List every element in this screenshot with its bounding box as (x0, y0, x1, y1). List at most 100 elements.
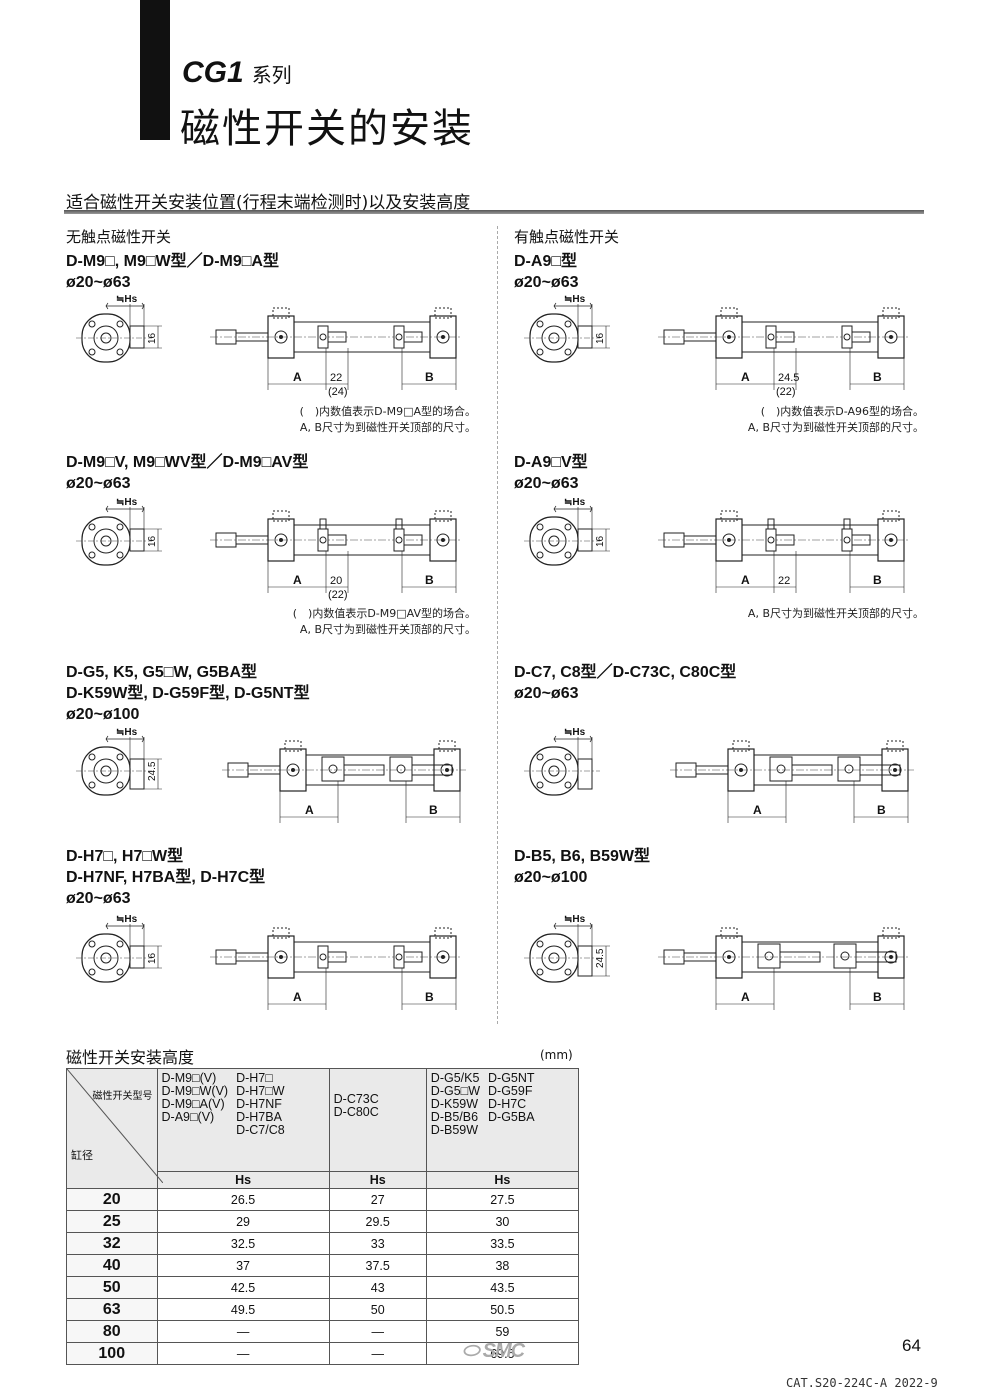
switch-model: D-A9□型 (514, 253, 578, 270)
model-entry: D-G5NT (488, 1071, 535, 1085)
height-label: 24.5 (595, 948, 606, 968)
dim-b-label: B (873, 370, 882, 384)
height-label: 16 (595, 535, 606, 547)
bore-range: ø20~ø63 (514, 475, 579, 492)
switch-block: D-H7□, H7□W型 D-H7NF, H7BA型, D-H7C型 ø20~ø63 (66, 846, 496, 909)
model-entry: D-A9□(V) (161, 1110, 215, 1124)
column-title: 有触点磁性开关 (514, 228, 620, 246)
hs-cell: 42.5 (156, 1276, 330, 1299)
dim-a-label: A (293, 573, 302, 587)
dim-b-label: B (425, 990, 434, 1004)
bore-range: ø20~ø100 (66, 706, 140, 723)
note-line: ( )内数值表示D-A96型的场合。 (760, 405, 924, 418)
note-line: ( )内数值表示D-M9□A型的场合。 (299, 405, 476, 418)
switch-model: D-A9□V型 (514, 454, 588, 471)
model-entry: D-G5BA (488, 1110, 535, 1124)
model-entry: D-B59W (430, 1123, 479, 1137)
col1-models-a: D-M9□(V)D-M9□W(V)D-M9□A(V)D-A9□(V) (162, 1072, 229, 1137)
table-unit: (mm) (540, 1048, 573, 1062)
section-title: 适合磁性开关安装位置(行程末端检测时)以及安装高度 (66, 193, 471, 213)
corner-diagonal (67, 1069, 163, 1183)
note-line: A, B尺寸为到磁性开关顶部的尺寸。 (299, 421, 476, 434)
dim-a-label: A (293, 990, 302, 1004)
switch-model: D-H7NF, H7BA型, D-H7C型 (66, 869, 266, 886)
model-entry: D-C7/C8 (236, 1123, 285, 1137)
column-divider (497, 226, 498, 1024)
gap-label: 20 (330, 575, 342, 587)
switch-block: 无触点磁性开关 D-M9□, M9□W型／D-M9□A型 ø20~ø63 (66, 226, 496, 293)
height-label: 24.5 (147, 761, 158, 781)
model-entry: D-H7□W (236, 1084, 285, 1098)
note-line: A, B尺寸为到磁性开关顶部的尺寸。 (747, 421, 924, 434)
dim-a-label: A (753, 803, 762, 817)
bore-range: ø20~ø63 (514, 274, 579, 291)
bore-cell: 50 (66, 1276, 158, 1299)
dim-b-label: B (877, 803, 886, 817)
section-rule (64, 210, 924, 214)
hs-cell: 37 (156, 1254, 330, 1277)
dimension-notes: ( )内数值表示D-M9□AV型的场合。A, B尺寸为到磁性开关顶部的尺寸。 (293, 606, 476, 638)
hs-cell: 43 (328, 1276, 427, 1299)
dim-a-label: A (741, 573, 750, 587)
height-label: 16 (147, 535, 158, 547)
dim-a-label: A (305, 803, 314, 817)
model-entry: D-B5/B6 (430, 1110, 479, 1124)
hs-cell: 33.5 (425, 1232, 580, 1255)
hs-cell: — (328, 1320, 427, 1343)
hs-label: ≒Hs (564, 497, 586, 508)
dimension-notes: ( )内数值表示D-M9□A型的场合。 A, B尺寸为到磁性开关顶部的尺寸。 (300, 404, 476, 436)
hs-header-1: Hs (156, 1171, 330, 1189)
model-entry: D-G5/K5 (430, 1071, 480, 1085)
bore-range: ø20~ø63 (66, 475, 131, 492)
model-entry: D-C80C (333, 1105, 379, 1119)
height-label: 16 (147, 332, 158, 344)
front-view: ≒Hs 24.5 (76, 727, 162, 796)
column-title: 无触点磁性开关 (66, 228, 172, 246)
corner-bottom-label: 缸径 (71, 1149, 93, 1162)
hs-label: ≒Hs (116, 497, 138, 508)
switch-model: D-M9□, M9□W型／D-M9□A型 (66, 253, 279, 270)
switch-model: D-H7□, H7□W型 (66, 848, 184, 865)
corner-top-label: 磁性开关型号 (92, 1091, 153, 1102)
hs-cell: 50 (328, 1298, 427, 1321)
gap-alt-label: (24) (328, 386, 348, 398)
bore-cell: 32 (66, 1232, 158, 1255)
bore-cell: 63 (66, 1298, 158, 1321)
model-entry: D-H7C (488, 1097, 527, 1111)
hs-label: ≒Hs (116, 727, 138, 738)
bore-range: ø20~ø63 (66, 274, 131, 291)
table-title: 磁性开关安装高度 (66, 1048, 195, 1067)
switch-block: 有触点磁性开关 D-A9□型 ø20~ø63 (514, 226, 944, 293)
hs-label: ≒Hs (564, 914, 586, 925)
bore-cell: 25 (66, 1210, 158, 1233)
bore-range: ø20~ø63 (66, 890, 131, 907)
switch-model: D-B5, B6, B59W型 (514, 848, 651, 865)
hs-cell: 27.5 (425, 1188, 580, 1211)
note-line: A, B尺寸为到磁性开关顶部的尺寸。 (747, 607, 924, 620)
dim-b-label: B (873, 573, 882, 587)
model-entry: D-H7□ (236, 1071, 273, 1085)
dim-a-label: A (293, 370, 302, 384)
mounting-height-table: 磁性开关型号 缸径 D-M9□(V)D-M9□W(V)D-M9□A(V)D-A9… (66, 1068, 580, 1365)
front-view: ≒Hs 16 (76, 497, 162, 566)
bore-cell: 20 (66, 1188, 158, 1211)
front-view: ≒Hs 16 (524, 497, 610, 566)
